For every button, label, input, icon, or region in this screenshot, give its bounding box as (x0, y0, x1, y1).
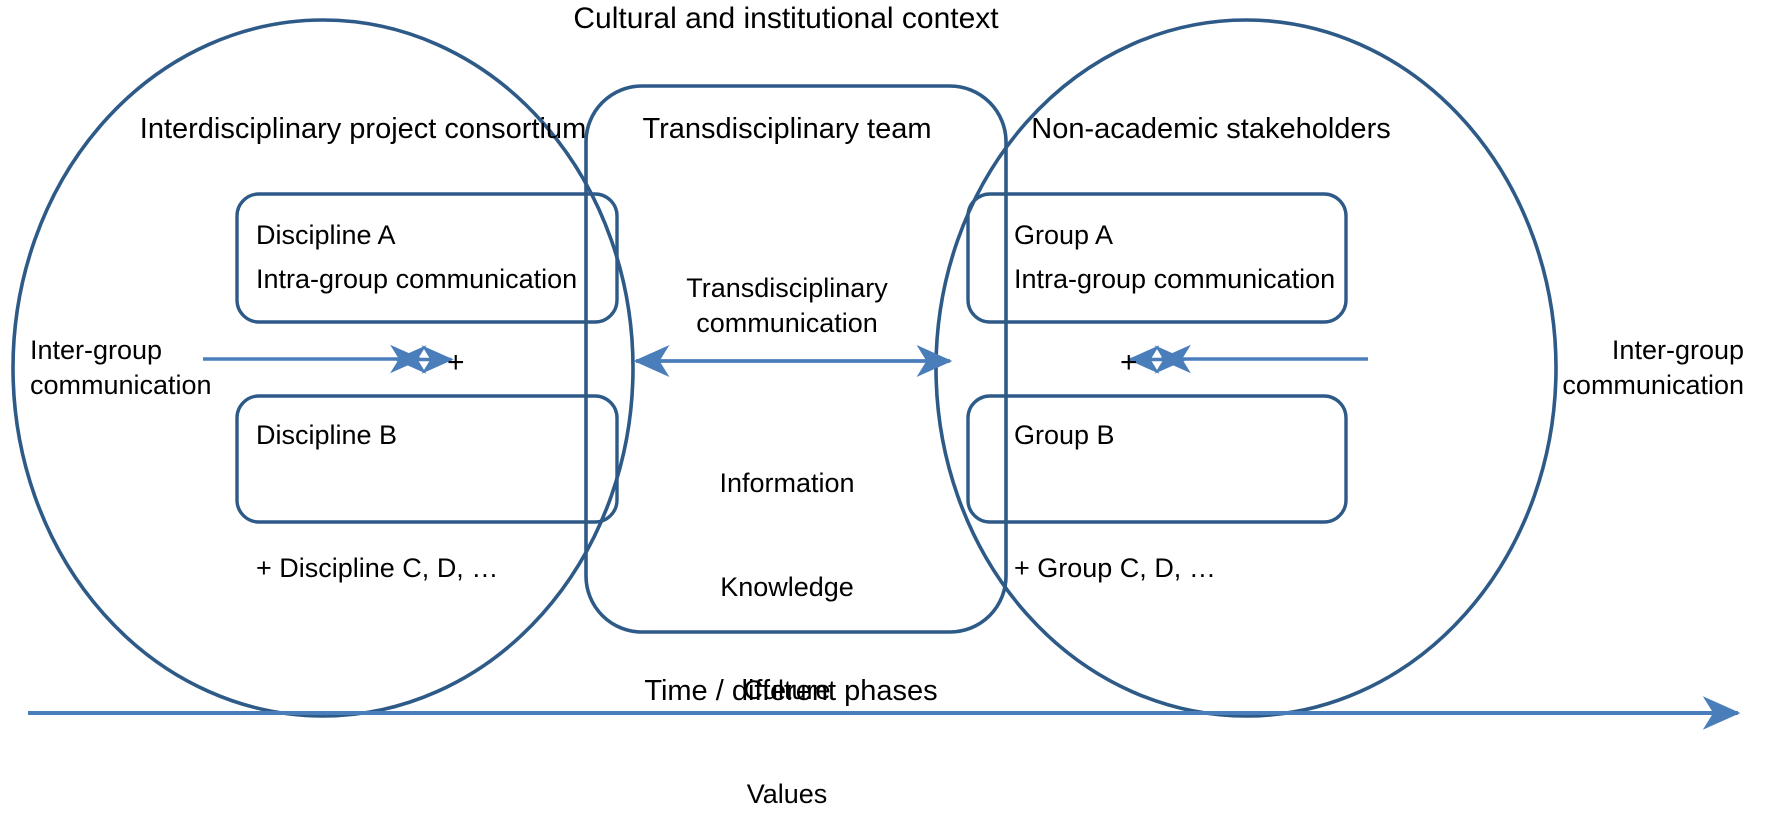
label-left-inter-group-communication: Inter-group communication (30, 335, 212, 400)
list-item-culture: Culture (743, 675, 831, 706)
label-plus-discipline-c-d: + Discipline C, D, … (256, 553, 499, 583)
box-discipline-a (235, 192, 619, 324)
box-group-a (966, 192, 1348, 324)
box-group-b (966, 394, 1348, 524)
list-item-values: Values (746, 779, 828, 810)
left-circle-interdisciplinary-consortium (11, 18, 635, 718)
list-item-knowledge: Knowledge (720, 571, 854, 602)
label-discipline-a-intra-group-communication: Intra-group communication (256, 264, 578, 294)
center-transdisciplinary-team-shape (584, 84, 1008, 634)
label-transdisciplinary-team: Transdisciplinary team (642, 113, 932, 145)
label-non-academic-stakeholders: Non-academic stakeholders (1031, 113, 1391, 145)
label-group-a-intra-group-communication: Intra-group communication (1014, 264, 1336, 294)
box-discipline-b (235, 394, 619, 524)
label-transdisciplinary-communication: Transdisciplinary communication (686, 273, 888, 338)
label-group-a: Group A (1014, 220, 1114, 250)
label-interdisciplinary-project-consortium: Interdisciplinary project consortium (139, 113, 587, 145)
label-plus-sign-right: + (1120, 346, 1138, 379)
label-plus-sign-left: + (447, 346, 465, 379)
list-item-information: Information (719, 468, 855, 499)
label-discipline-b: Discipline B (256, 420, 398, 450)
page-title-cultural-institutional-context: Cultural and institutional context (573, 2, 999, 35)
label-group-b: Group B (1014, 420, 1115, 450)
list-exchange-items: Information Knowledge Culture Values (719, 397, 854, 825)
label-plus-group-c-d: + Group C, D, … (1014, 553, 1216, 583)
label-discipline-a: Discipline A (256, 220, 396, 250)
label-time-different-phases: Time / different phases (644, 675, 938, 707)
label-right-inter-group-communication: Inter-group communication (1562, 335, 1744, 400)
